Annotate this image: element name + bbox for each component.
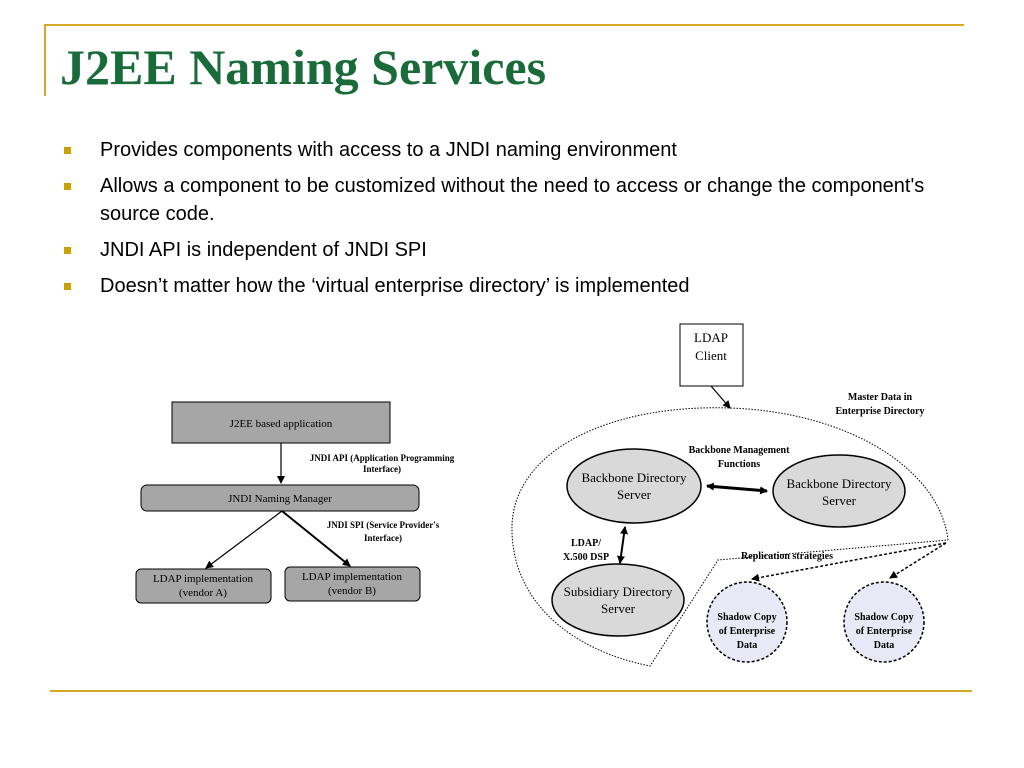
bullet-list: Provides components with access to a JND… — [62, 136, 942, 308]
master-label-line2: Enterprise Directory — [836, 406, 925, 417]
jndi-architecture-diagram: J2EE based application JNDI API (Applica… — [135, 401, 455, 604]
backbone-left-line2: Server — [617, 487, 652, 502]
subsidiary-server — [551, 563, 685, 637]
shadow-left-line3: Data — [737, 640, 758, 651]
backbone-right-line2: Server — [822, 493, 857, 508]
bullet-text: Allows a component to be customized with… — [100, 175, 925, 225]
naming-manager-box — [140, 484, 420, 512]
spi-arrow-a — [205, 510, 283, 569]
bullet-item: Allows a component to be customized with… — [62, 172, 942, 228]
shadow-right-line1: Shadow Copy — [854, 612, 913, 623]
impl-b-box — [284, 566, 421, 602]
top-rule — [44, 24, 964, 26]
dsp-link — [617, 526, 628, 564]
backbone-left-line1: Backbone Directory — [581, 470, 687, 485]
bottom-rule — [50, 690, 972, 692]
backbone-mgmt-line1: Backbone Management — [689, 445, 791, 456]
enterprise-directory-diagram: LDAP Client Master Data in Enterprise Di… — [511, 323, 949, 667]
shadow-copy-left — [706, 581, 788, 663]
bullet-text: Provides components with access to a JND… — [100, 139, 677, 161]
spi-label-line2: Interface) — [364, 533, 402, 543]
bullet-text: Doesn’t matter how the ‘virtual enterpri… — [100, 275, 690, 297]
bullet-square-icon — [64, 283, 71, 290]
shadow-left-line1: Shadow Copy — [717, 612, 776, 623]
impl-a-box — [135, 568, 272, 604]
slide-title: J2EE Naming Services — [60, 39, 547, 95]
spi-label-line1: JNDI SPI (Service Provider's — [327, 520, 440, 530]
app-box-label: J2EE based application — [230, 418, 333, 430]
bullet-item: Provides components with access to a JND… — [62, 136, 942, 164]
api-label-line1: JNDI API (Application Programming — [310, 453, 455, 463]
replication-arrow-right — [889, 542, 947, 579]
subsidiary-line1: Subsidiary Directory — [564, 584, 673, 599]
ldap-dsp-line1: LDAP/ — [571, 538, 601, 549]
left-rule — [44, 24, 46, 96]
backbone-mgmt-line2: Functions — [718, 459, 760, 470]
api-label-line2: Interface) — [363, 464, 401, 474]
client-arrow — [710, 385, 731, 409]
ldap-dsp-line2: X.500 DSP — [563, 552, 609, 563]
bullet-square-icon — [64, 147, 71, 154]
ldap-client-box — [679, 323, 744, 387]
enterprise-boundary — [511, 407, 949, 667]
backbone-link — [706, 482, 768, 495]
spi-arrow-b — [281, 510, 351, 567]
app-box — [171, 401, 391, 444]
bullet-item: JNDI API is independent of JNDI SPI — [62, 236, 942, 264]
bullet-square-icon — [64, 247, 71, 254]
ldap-client-line1: LDAP — [694, 330, 728, 345]
shadow-right-line2: of Enterprise — [856, 626, 913, 637]
replication-label: Replication strategies — [741, 551, 833, 562]
impl-a-line2: (vendor A) — [179, 587, 227, 599]
shadow-right-line3: Data — [874, 640, 895, 651]
backbone-right-line1: Backbone Directory — [786, 476, 892, 491]
bullet-text: JNDI API is independent of JNDI SPI — [100, 239, 427, 261]
subsidiary-line2: Server — [601, 601, 636, 616]
impl-b-line2: (vendor B) — [328, 585, 376, 597]
shadow-left-line2: of Enterprise — [719, 626, 776, 637]
bullet-item: Doesn’t matter how the ‘virtual enterpri… — [62, 272, 942, 300]
ldap-client-line2: Client — [695, 348, 727, 363]
shadow-copy-right — [843, 581, 925, 663]
replication-arrow-left — [751, 542, 947, 582]
backbone-server-right — [772, 454, 906, 528]
impl-a-line1: LDAP implementation — [153, 573, 254, 585]
backbone-server-left — [566, 448, 702, 524]
master-label-line1: Master Data in — [848, 392, 913, 403]
naming-manager-label: JNDI Naming Manager — [228, 493, 332, 505]
impl-b-line1: LDAP implementation — [302, 571, 403, 583]
bullet-square-icon — [64, 183, 71, 190]
